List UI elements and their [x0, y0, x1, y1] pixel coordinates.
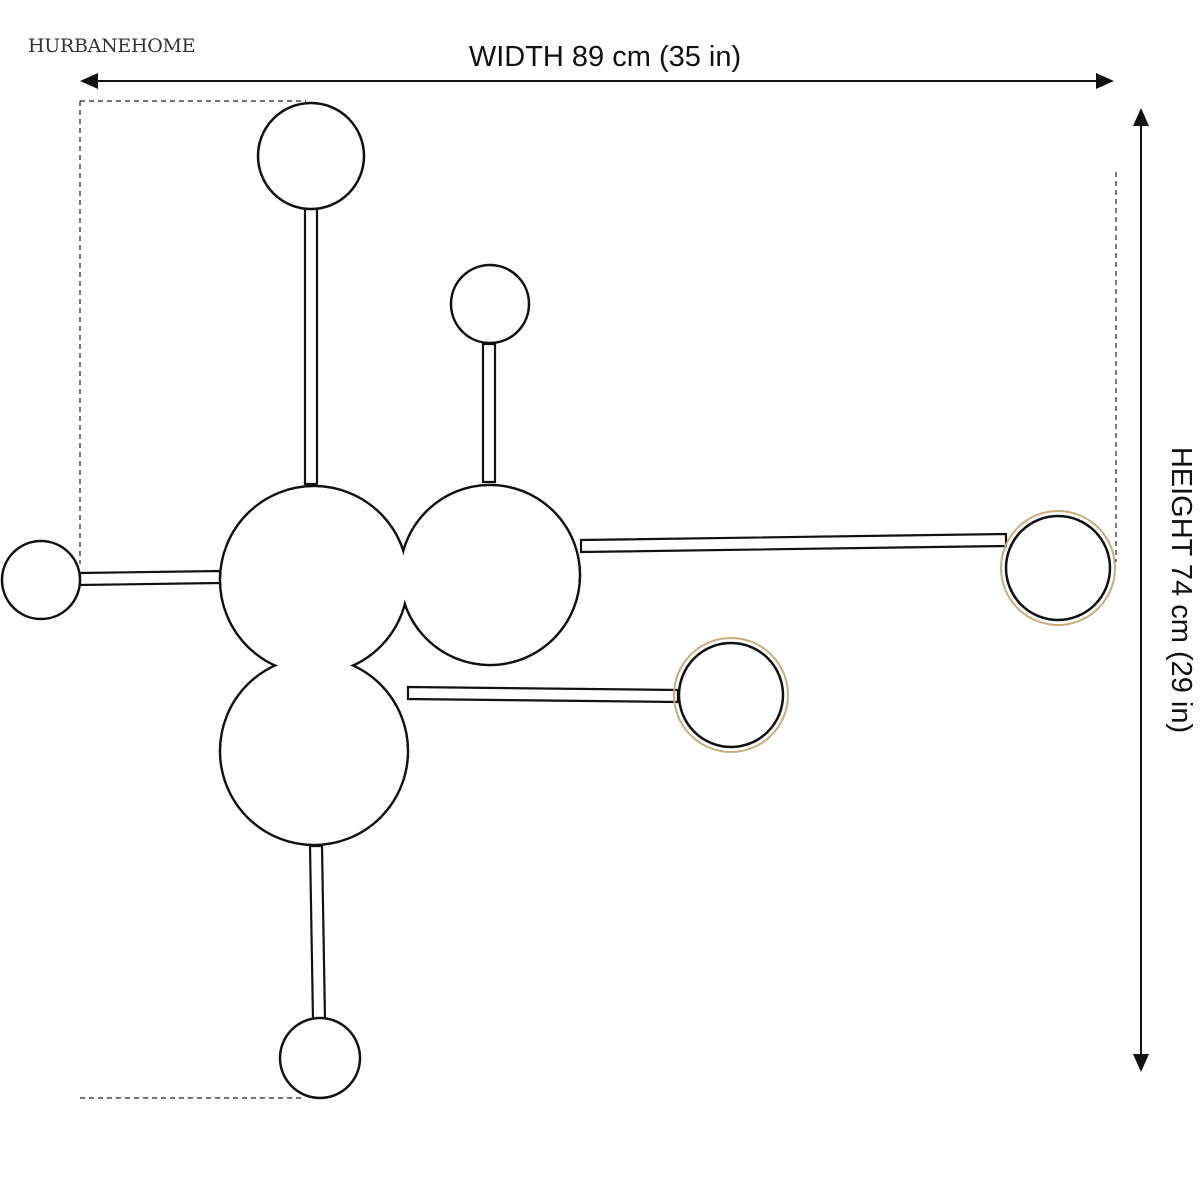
width-dimension: WIDTH 89 cm (35 in): [80, 41, 1114, 89]
extent-guides: [79, 100, 1117, 1099]
lamp-globes: [0, 101, 1116, 1100]
width-arrow-left-icon: [80, 73, 98, 89]
globe-bottom: [278, 1016, 362, 1100]
globe-right-halo: [1000, 510, 1116, 626]
body-fill-upper-right: [401, 486, 579, 664]
arm-right-long: [579, 532, 1008, 554]
width-label: WIDTH 89 cm (35 in): [469, 41, 741, 73]
height-arrow-bottom-icon: [1133, 1054, 1149, 1072]
width-arrow-right-icon: [1096, 73, 1114, 89]
height-label: HEIGHT 74 cm (29 in): [1165, 447, 1197, 733]
globe-right: [1004, 514, 1112, 622]
arm-top-center: [481, 342, 497, 484]
height-arrow-top-icon: [1133, 108, 1149, 126]
body-fill-upper-left: [221, 487, 407, 673]
globe-mid-right: [677, 641, 785, 749]
height-dimension: HEIGHT 74 cm (29 in): [1133, 108, 1197, 1072]
arm-right-short: [406, 685, 680, 704]
globe-mid-right-halo: [673, 637, 789, 753]
body-fill-lower: [221, 658, 407, 844]
globe-top-center: [449, 263, 531, 345]
brand-logo: HURBANEHOME: [28, 35, 195, 57]
arm-left: [78, 569, 222, 587]
arm-bottom: [308, 844, 327, 1022]
chandelier-body: [218, 483, 582, 847]
arm-top-left: [303, 206, 319, 486]
chandelier-arms: [78, 206, 1008, 1022]
globe-top-left: [256, 101, 366, 211]
globe-left: [0, 539, 82, 621]
